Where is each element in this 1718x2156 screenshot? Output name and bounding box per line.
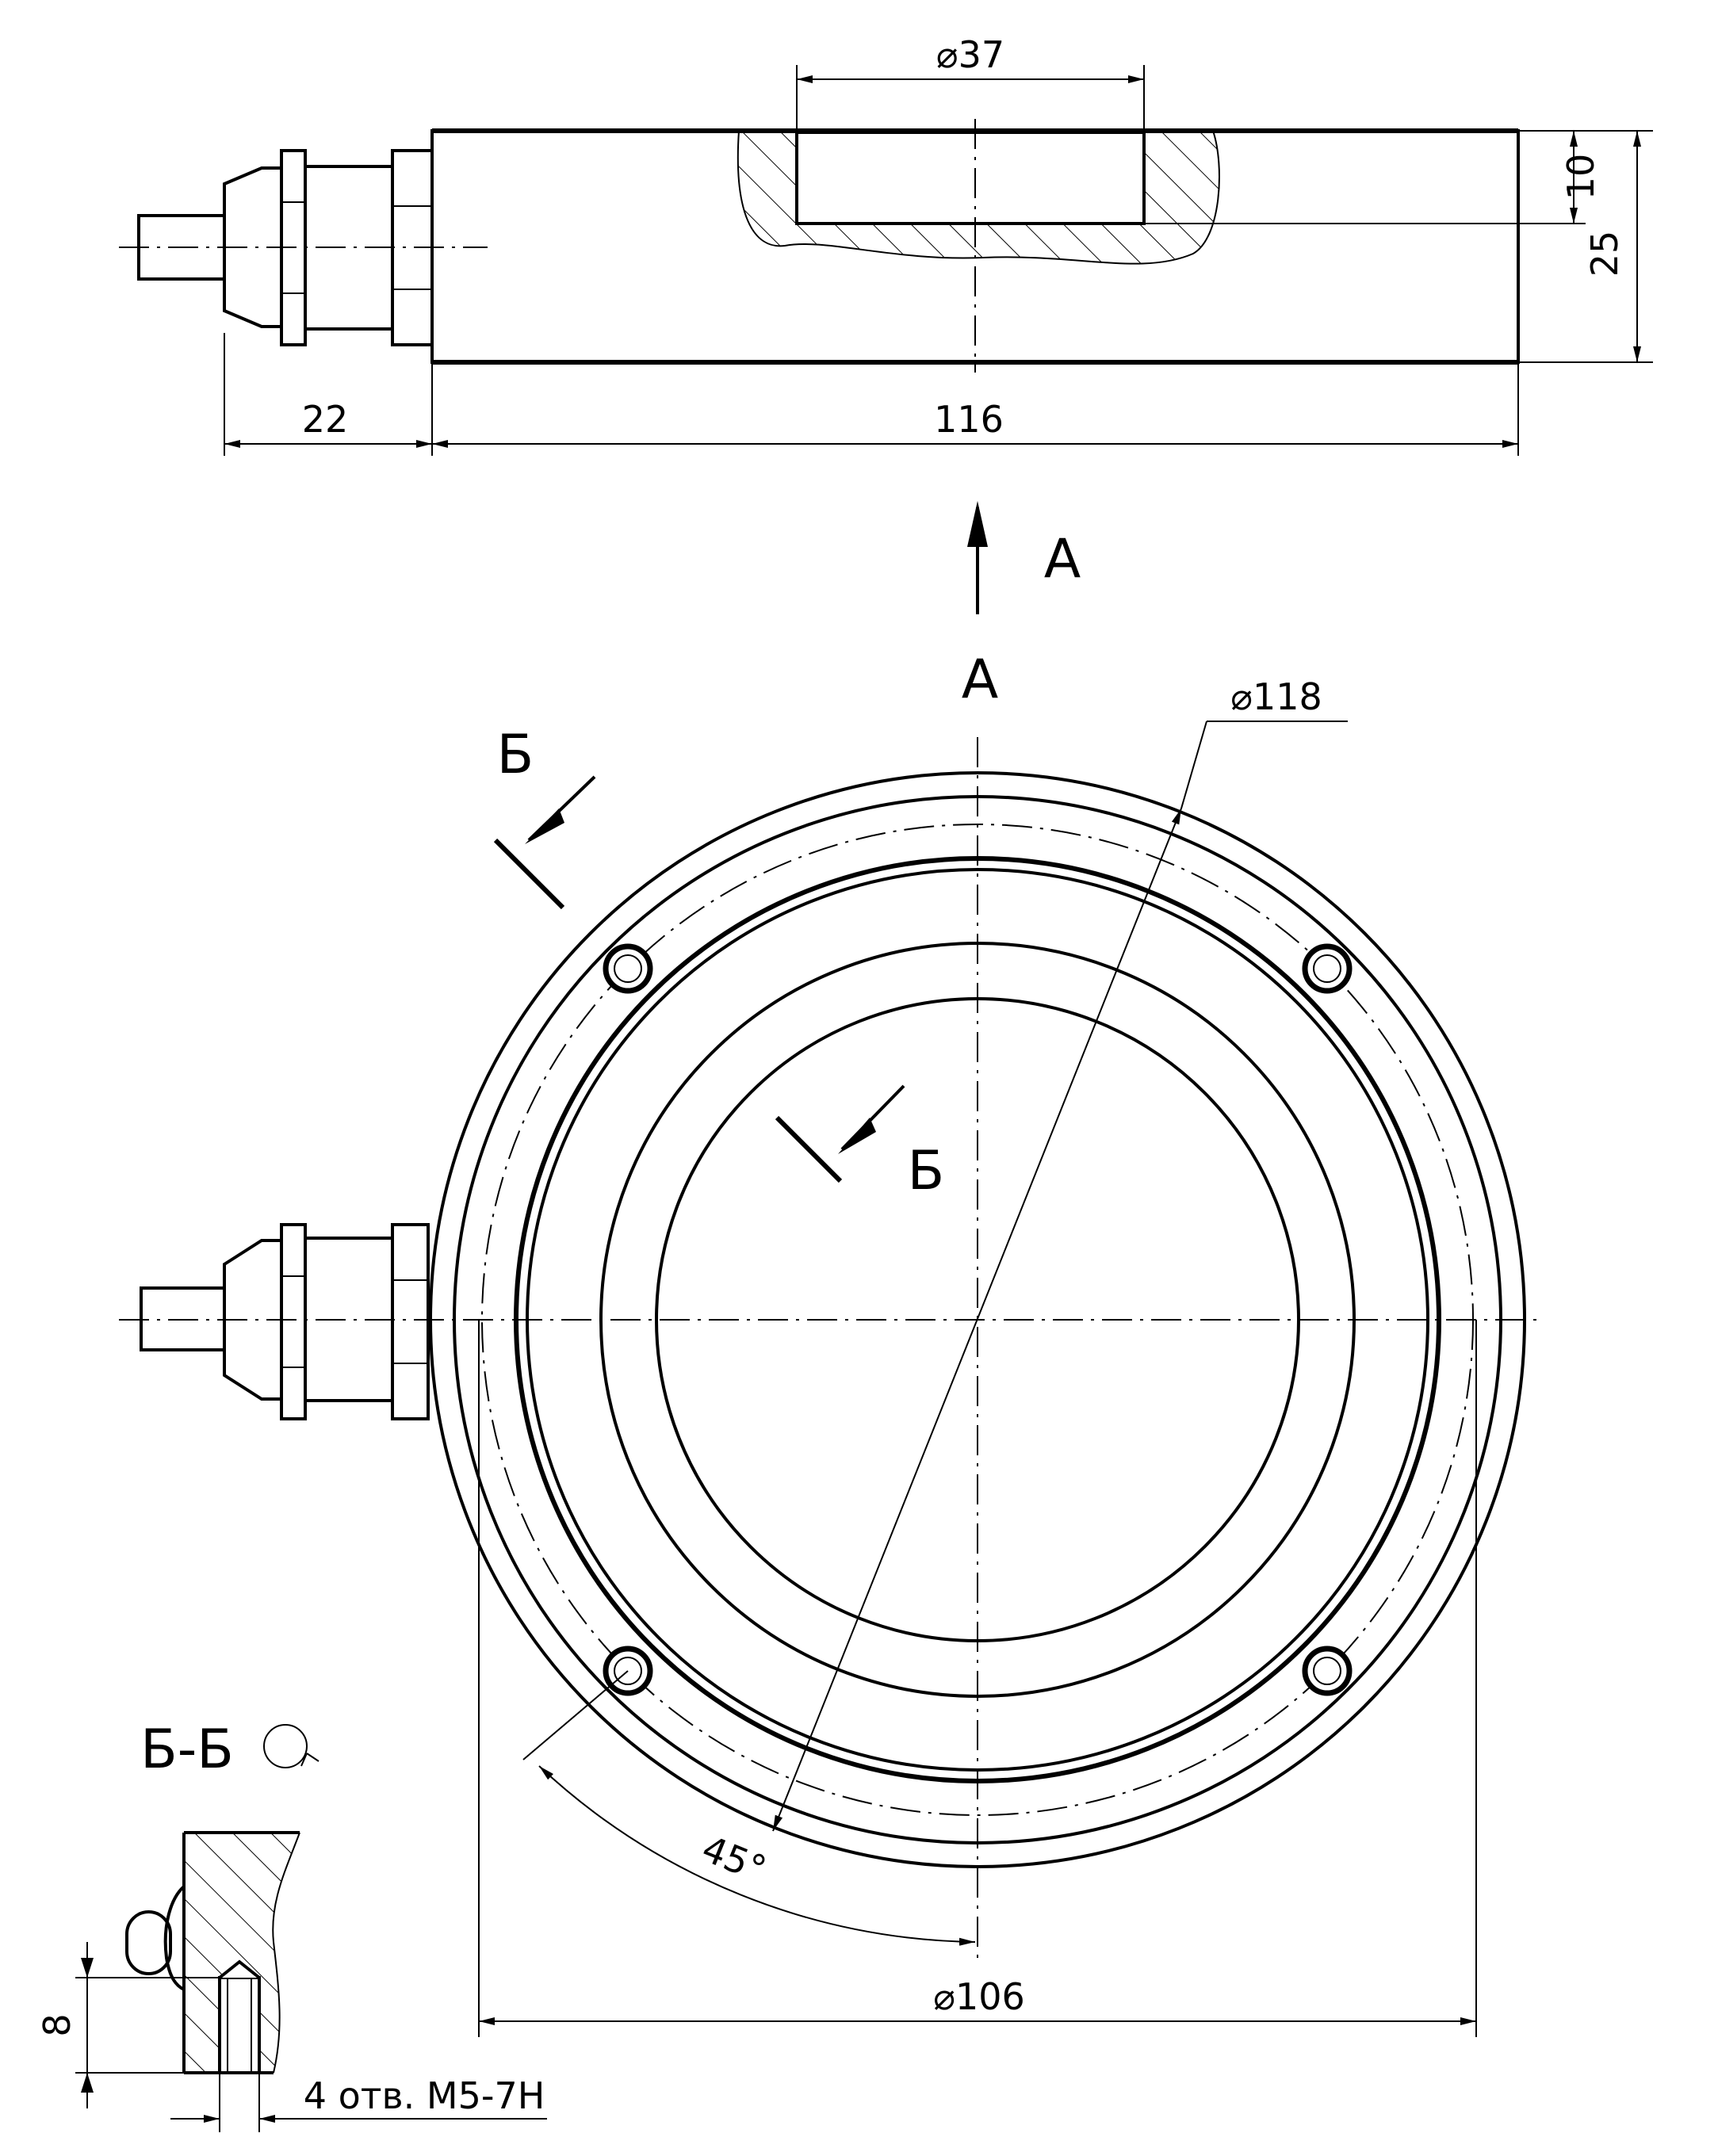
front-connector [140,1223,430,1420]
dim-connector-length: 22 [302,398,349,441]
side-view-section [737,130,1220,265]
side-view: ⌀37 10 25 22 116 [119,33,1653,456]
note-holes: 4 отв. М5-7Н [304,2074,545,2117]
section-title: Б-Б [140,1718,234,1781]
dim-outer-diameter: ⌀118 [1230,675,1322,718]
dim-thread-depth: 8 [36,2013,78,2036]
section-mark-bottom-label: Б [908,1140,945,1202]
view-a-title: А [962,648,999,711]
dim-body-length: 116 [934,398,1004,441]
section-mark-top-label: Б [497,724,534,786]
section-mark-bottom: Б [775,1084,945,1202]
view-a-arrow-label: А [1044,528,1081,591]
dim-angle: 45° [696,1827,772,1891]
bolt-holes [603,943,1353,1696]
section-bb: Б-Б 8 4 отв. М5-7Н [36,1718,547,2132]
section-mark-top: Б [493,724,596,910]
rotation-icon [263,1724,308,1768]
view-a-arrow: А [967,501,1081,614]
dim-recess-depth: 10 [1559,154,1602,201]
front-view: ⌀118 45° ⌀106 [119,675,1542,2037]
dim-mounting-width: ⌀106 [933,1975,1025,2018]
dim-bore-diameter: ⌀37 [936,33,1004,76]
dim-height: 25 [1583,231,1626,277]
